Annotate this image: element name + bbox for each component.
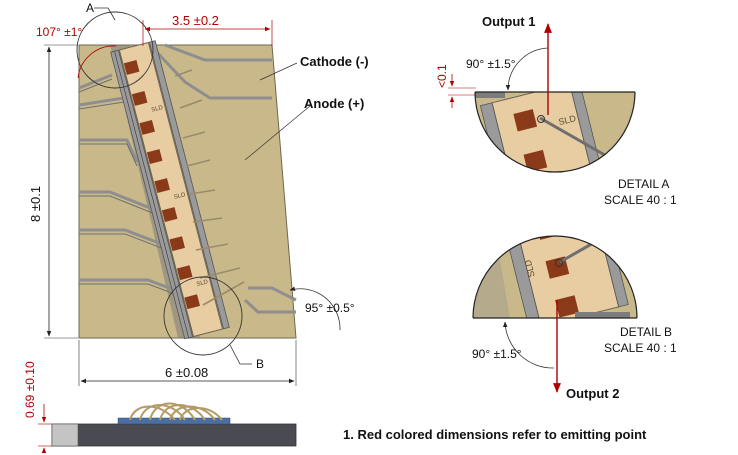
side-substrate [51,423,297,447]
side-substrate-edge [51,423,79,447]
detail-b: SLD Output 2 90° ±1.5° DETAIL B SCALE 40… [472,235,677,401]
note-text: 1. Red colored dimensions refer to emitt… [343,427,647,442]
output-2-label: Output 2 [566,386,619,401]
detail-b-outline [472,235,638,319]
detail-a-emit-offset: <0.1 [435,64,449,88]
side-bond-wires [129,402,223,421]
svg-text:SLD: SLD [196,279,209,288]
thickness-dimension: 0.69 ±0.10 [23,361,37,418]
top-angle-dimension: 107° ±1° [36,25,82,39]
callout-b-label: B [256,357,264,371]
callout-circle-a[interactable] [76,11,154,89]
anode-label: Anode (+) [304,96,364,111]
cathode-label: Cathode (-) [300,54,369,69]
svg-text:SLD: SLD [523,258,537,278]
detail-a: SLD Output 1 90° ±1.5° <0.1 DETAIL A SCA… [435,14,677,207]
bar-markings: SLD SLD SLD [151,105,210,288]
output-1-label: Output 1 [482,14,535,29]
svg-text:SLD: SLD [557,113,577,127]
main-view: SLD SLD SLD A B 3.5 ±0.2 [28,1,369,386]
side-view: 0.69 ±0.10 [23,361,297,454]
detail-b-scale: SCALE 40 : 1 [604,341,677,355]
top-width-dimension: 3.5 ±0.2 [172,13,219,28]
laser-bar: SLD SLD SLD [110,40,230,340]
bottom-width-dimension: 6 ±0.08 [165,365,208,380]
bond-wires [174,69,245,306]
detail-a-title: DETAIL A [618,177,669,191]
detail-a-angle: 90° ±1.5° [466,57,516,71]
detail-a-outline [474,91,636,173]
detail-a-scale: SCALE 40 : 1 [604,193,677,207]
height-dimension: 8 ±0.1 [28,186,43,222]
svg-text:SLD: SLD [173,192,186,201]
callout-circle-b[interactable] [163,276,243,356]
detail-b-title: DETAIL B [620,325,672,339]
emitter-pads [123,60,201,310]
svg-text:SLD: SLD [151,105,164,114]
detail-b-angle: 90° ±1.5° [472,347,522,361]
callout-a-label: A [86,1,94,15]
right-angle-dimension: 95° ±0.5° [305,301,355,315]
